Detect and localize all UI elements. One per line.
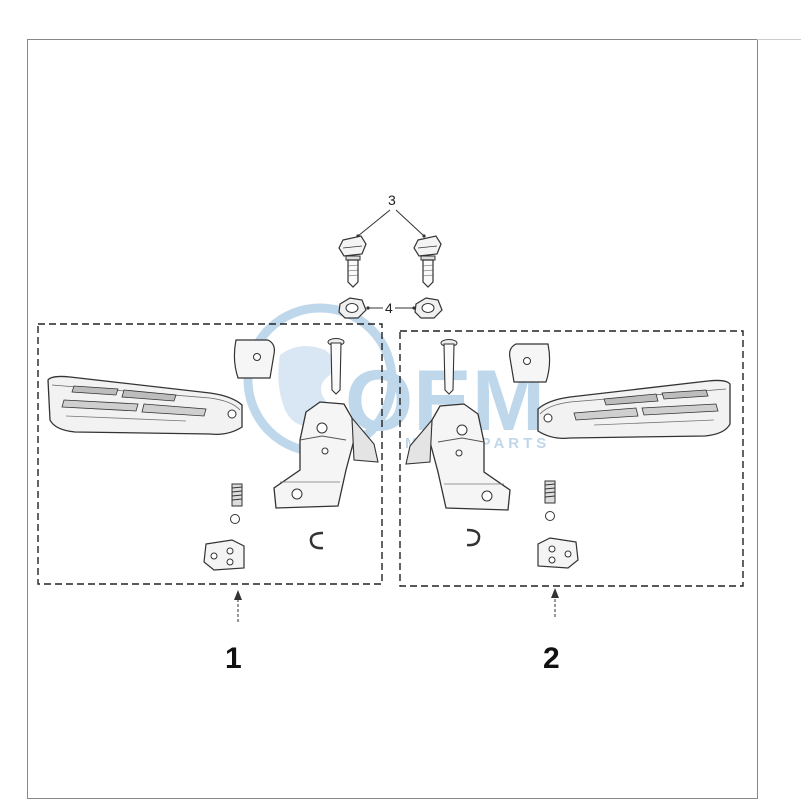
- leader-line-3-left: [357, 209, 391, 237]
- flange-bolt-right: [413, 235, 442, 288]
- detent-plate-right: [537, 537, 579, 569]
- coil-spring-right: [544, 480, 556, 504]
- circlip-right: [466, 528, 481, 547]
- assembly-1-callout: 1: [225, 590, 242, 675]
- hex-nut-left: [338, 297, 367, 319]
- callout-4-group: 4: [366, 300, 416, 316]
- footrest-step-left: [47, 375, 243, 435]
- pivot-pin-right: [440, 339, 458, 395]
- callout-4-label: 4: [385, 300, 393, 316]
- assembly-1-number: 1: [225, 642, 242, 675]
- assembly-2-callout: 2: [543, 588, 560, 675]
- assembly-1-dashed-box: [37, 323, 383, 585]
- callout-3-label: 3: [388, 192, 396, 208]
- assembly-1-parts: [47, 338, 379, 571]
- assembly-2-dashed-box: [399, 330, 744, 587]
- flange-bolt-left: [338, 235, 367, 288]
- guard-plate-left: [233, 339, 275, 379]
- circlip-left: [309, 531, 324, 550]
- mounting-bracket-right: [405, 403, 511, 511]
- assembly-2-parts: [405, 339, 731, 569]
- guard-plate-right: [509, 343, 551, 383]
- hex-nut-right: [414, 297, 443, 319]
- footrest-step-right: [537, 379, 731, 439]
- leader-line-3-right: [395, 209, 425, 237]
- coil-spring-left: [231, 483, 243, 507]
- pivot-pin-left: [327, 338, 345, 395]
- detent-plate-left: [203, 539, 245, 571]
- detent-ball-left: [230, 514, 240, 524]
- mounting-bracket-left: [273, 401, 379, 509]
- detent-ball-right: [545, 511, 555, 521]
- assembly-2-number: 2: [543, 642, 560, 675]
